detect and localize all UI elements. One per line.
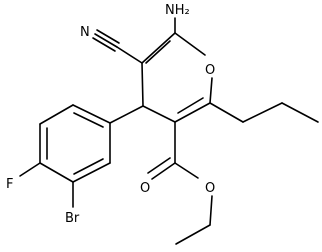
bromine-label: Br: [65, 211, 80, 226]
bond-propyl-3: [281, 102, 319, 123]
bond-c4-c5: [141, 62, 144, 107]
bond-c4-aryl: [109, 105, 144, 124]
bond-c5-c6-inner: [145, 40, 171, 64]
bond-ar1-ar2-inner: [73, 112, 104, 128]
bond-triple-1: [94, 33, 118, 48]
bond-o1-c2: [209, 77, 213, 104]
bond-ar5-ar6-inner: [73, 158, 104, 175]
bond-c6-o1: [174, 32, 206, 56]
bond-ar1-ar2: [72, 104, 111, 124]
bond-ar4-ar5: [39, 162, 74, 183]
carbonyl-oxygen-label: O: [140, 181, 150, 196]
bond-ar5-ar6: [72, 162, 111, 183]
bond-co-double-1: [151, 162, 176, 180]
bond-triple-2: [96, 29, 120, 44]
fluorine-label: F: [6, 177, 13, 192]
bond-co-double-2: [147, 157, 171, 174]
bond-ar2-ar3: [39, 104, 74, 125]
bond-o-ethyl-ch2: [209, 195, 213, 226]
bond-triple-3: [92, 37, 116, 52]
bond-c2-c3: [174, 102, 211, 123]
bond-c6-c5: [141, 32, 176, 64]
propyl-chain: [209, 102, 319, 123]
pyran-ring: [141, 32, 213, 123]
nitrile-nitrogen-label: N: [80, 25, 90, 40]
bond-c3-c4: [142, 105, 176, 123]
nitrile-group: [92, 29, 143, 64]
bond-carbonyl-o-ether: [174, 162, 199, 179]
bond-c5-cn: [116, 46, 143, 64]
bond-c2-propyl-1: [209, 102, 244, 123]
bond-c2-c3-inner: [177, 97, 204, 114]
ring-oxygen-label: O: [205, 63, 215, 78]
ethyl-ester: [147, 121, 213, 245]
bond-ethyl-ch3: [175, 224, 211, 245]
bond-ar4-f: [19, 162, 41, 177]
bond-propyl-2: [242, 102, 283, 123]
bromofluorophenyl-ring: [19, 104, 144, 208]
ether-oxygen-label: O: [205, 181, 215, 196]
amino-label: NH₂: [165, 3, 190, 18]
